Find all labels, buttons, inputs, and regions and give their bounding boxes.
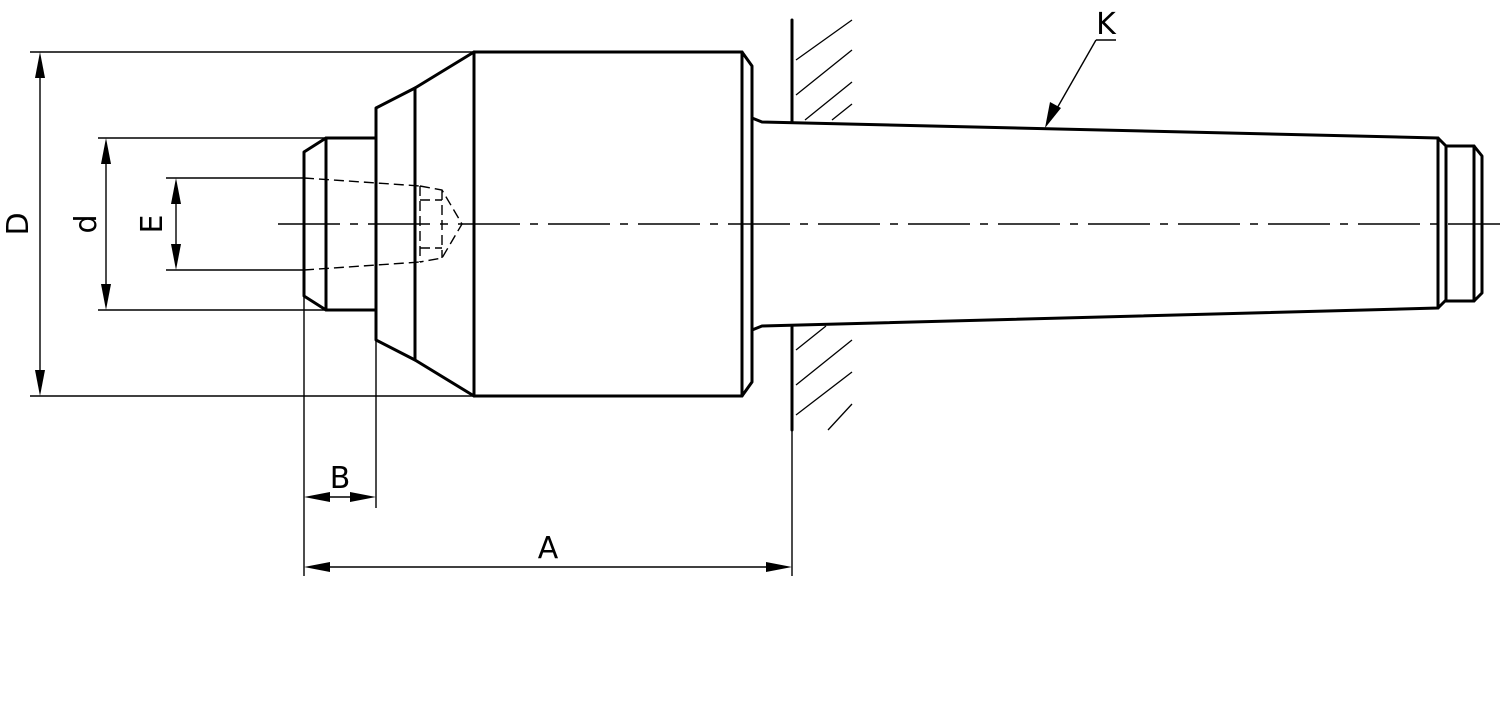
label-K: K [1096,7,1117,42]
dimension-e: E [135,177,304,271]
spindle-wall [790,18,853,432]
dimension-b: B [303,296,377,576]
dimension-d-outer: D [1,51,474,397]
label-E: E [135,215,170,234]
dimension-d-inner: d [69,137,326,311]
label-B: B [330,461,351,496]
leader-k: K [1045,7,1117,128]
label-D: D [1,212,36,235]
label-A: A [538,531,559,566]
dimension-a: A [304,430,793,576]
label-d: d [69,214,104,233]
bearing-ring [374,86,417,362]
